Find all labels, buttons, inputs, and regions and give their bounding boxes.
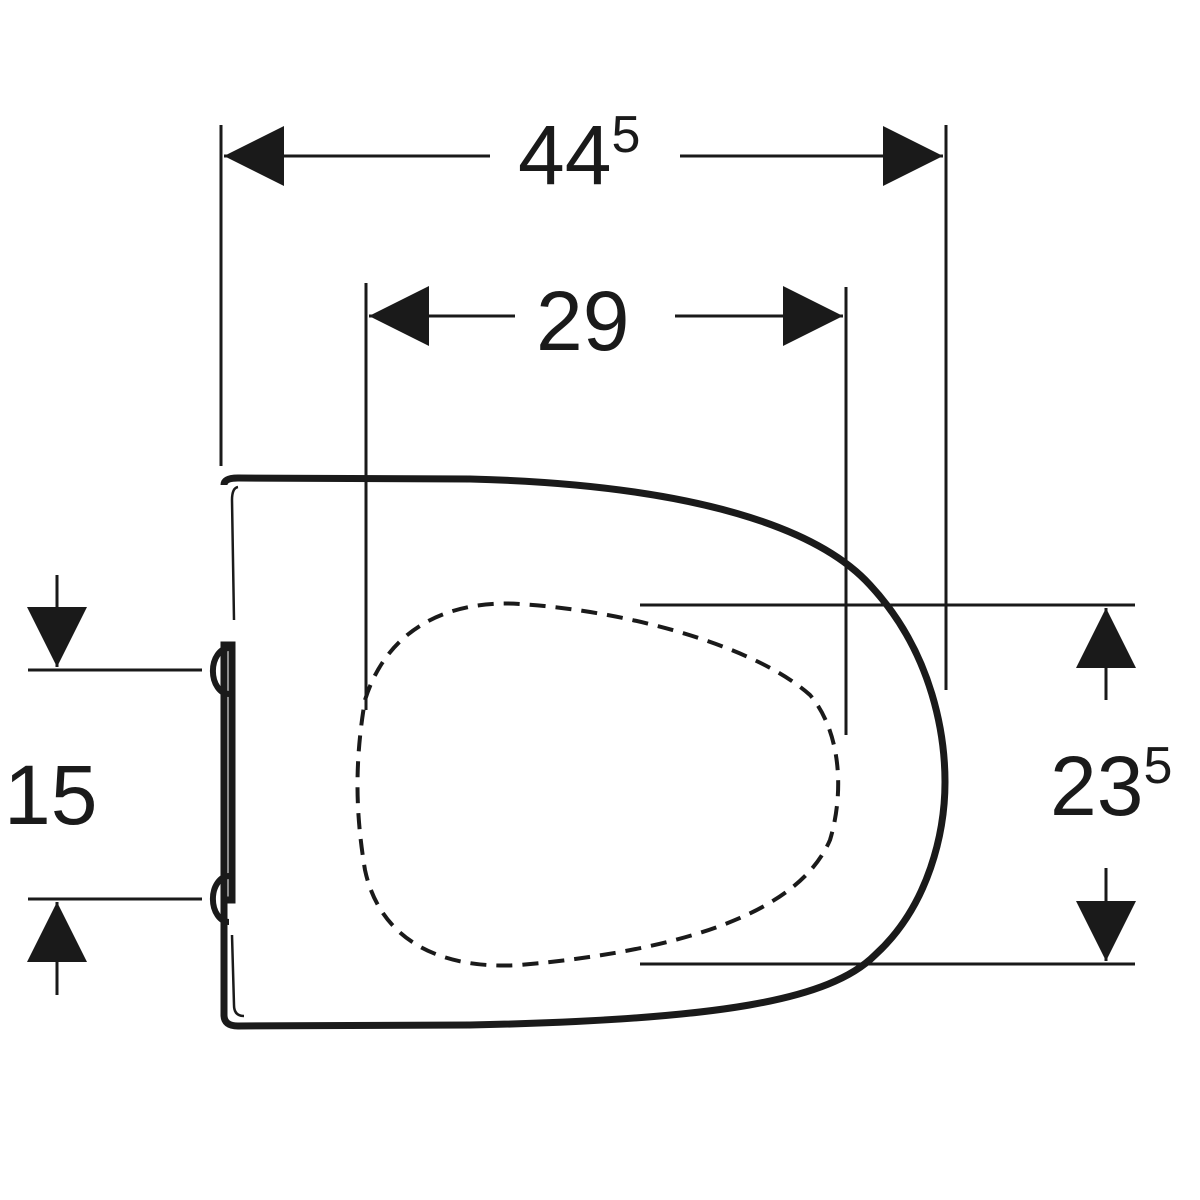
dimension-label-29: 29 — [536, 274, 629, 368]
hinge-knob-bottom — [209, 873, 230, 925]
dimension-inner-depth — [364, 283, 848, 735]
dimension-label-44-5: 445 — [518, 106, 640, 202]
dimension-overall-width — [219, 125, 948, 690]
hinge-knob-top — [209, 645, 230, 697]
dimension-hinge-spacing — [26, 575, 202, 995]
dimension-label-23-5: 235 — [1050, 737, 1172, 833]
seat-opening-dashed — [355, 601, 841, 968]
dimension-opening-width — [640, 603, 1136, 966]
seat-outline — [209, 474, 949, 1030]
dimension-label-15: 15 — [4, 748, 97, 842]
